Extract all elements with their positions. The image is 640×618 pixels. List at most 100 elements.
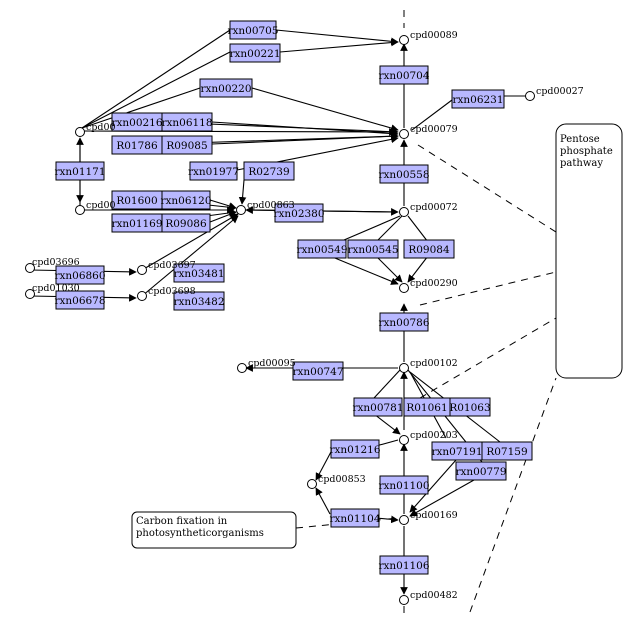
compound-node[interactable]	[399, 207, 409, 217]
pathway-frame[interactable]	[555, 123, 623, 379]
reaction-box[interactable]	[330, 439, 380, 459]
reaction-box[interactable]	[55, 290, 105, 310]
compound-cpd00169[interactable]: cpd00169	[399, 510, 458, 525]
reaction-r01063[interactable]: R01063	[449, 397, 491, 417]
compound-cpd00[interactable]: cpd00	[75, 122, 116, 137]
reaction-rxn01171[interactable]: rxn01171	[54, 161, 106, 181]
reaction-rxn01977[interactable]: rxn01977	[188, 161, 239, 181]
reaction-box[interactable]	[403, 239, 455, 259]
compound-node[interactable]	[525, 91, 535, 101]
reaction-r01600[interactable]: R01600	[111, 190, 163, 210]
compound-cpd00853[interactable]: cpd00853	[307, 474, 366, 489]
reaction-rxn00704[interactable]: rxn00704	[378, 65, 430, 85]
reaction-r09084[interactable]: R09084	[403, 239, 455, 259]
compound-cpd03697[interactable]: cpd03697	[137, 260, 196, 275]
reaction-rxn00549[interactable]: rxn00549	[296, 239, 348, 259]
compound-node[interactable]	[399, 435, 409, 445]
reaction-r09086[interactable]: R09086	[161, 213, 211, 233]
reaction-r07159[interactable]: R07159	[481, 441, 533, 461]
compound-node[interactable]	[25, 263, 35, 273]
reaction-rxn03481[interactable]: rxn03481	[173, 263, 225, 283]
reaction-rxn01216[interactable]: rxn01216	[329, 439, 381, 459]
reaction-box[interactable]	[161, 135, 213, 155]
reaction-r02739[interactable]: R02739	[243, 161, 295, 181]
reaction-box[interactable]	[189, 161, 238, 181]
reaction-box[interactable]	[173, 263, 225, 283]
compound-node[interactable]	[399, 515, 409, 525]
reaction-rxn00705[interactable]: rxn00705	[227, 20, 279, 40]
compound-cpd00095[interactable]: cpd00095	[237, 358, 296, 373]
reaction-box[interactable]	[161, 190, 211, 210]
compound-node[interactable]	[399, 283, 409, 293]
reaction-box[interactable]	[173, 291, 225, 311]
reaction-box[interactable]	[379, 312, 429, 332]
compound-cpd00089[interactable]: cpd00089	[399, 30, 458, 45]
compound-cpd00290[interactable]: cpd00290	[399, 278, 458, 293]
reaction-r01061[interactable]: R01061	[403, 397, 451, 417]
reaction-box[interactable]	[199, 78, 253, 98]
reaction-box[interactable]	[161, 213, 211, 233]
reaction-rxn00786[interactable]: rxn00786	[378, 312, 430, 332]
compound-cpd00[interactable]: cpd00	[75, 200, 116, 215]
reaction-box[interactable]	[353, 397, 403, 417]
reaction-rxn00781[interactable]: rxn00781	[352, 397, 404, 417]
compound-node[interactable]	[399, 129, 409, 139]
reaction-rxn00747[interactable]: rxn00747	[292, 361, 344, 381]
reaction-rxn06118[interactable]: rxn06118	[161, 112, 213, 132]
reaction-rxn01169[interactable]: rxn01169	[111, 213, 163, 233]
compound-cpd00482[interactable]: cpd00482	[399, 590, 458, 605]
reaction-rxn00779[interactable]: rxn00779	[455, 461, 507, 481]
reaction-rxn00558[interactable]: rxn00558	[378, 164, 430, 184]
reaction-box[interactable]	[455, 461, 507, 481]
compound-node[interactable]	[399, 595, 409, 605]
reaction-rxn06120[interactable]: rxn06120	[160, 190, 212, 210]
compound-cpd00102[interactable]: cpd00102	[399, 358, 458, 373]
compound-cpd00203[interactable]: cpd00203	[399, 430, 458, 445]
reaction-box[interactable]	[274, 203, 324, 223]
compound-node[interactable]	[399, 35, 409, 45]
reaction-box[interactable]	[297, 239, 347, 259]
reaction-rxn00216[interactable]: rxn00216	[111, 112, 163, 132]
reaction-rxn01106[interactable]: rxn01106	[378, 555, 430, 575]
reaction-box[interactable]	[379, 475, 429, 495]
reaction-box[interactable]	[243, 161, 295, 181]
reaction-box[interactable]	[481, 441, 533, 461]
reaction-r01786[interactable]: R01786	[111, 135, 163, 155]
reaction-r09085[interactable]: R09085	[161, 135, 213, 155]
reaction-rxn01100[interactable]: rxn01100	[378, 475, 430, 495]
compound-cpd03696[interactable]: cpd03696	[25, 257, 80, 273]
compound-node[interactable]	[75, 205, 85, 215]
compound-node[interactable]	[237, 363, 247, 373]
compound-cpd00072[interactable]: cpd00072	[399, 202, 458, 217]
reaction-box[interactable]	[451, 89, 505, 109]
compound-node[interactable]	[399, 363, 409, 373]
reaction-rxn07191[interactable]: rxn07191	[431, 441, 483, 461]
reaction-box[interactable]	[161, 112, 213, 132]
compound-cpd00027[interactable]: cpd00027	[525, 86, 584, 101]
reaction-box[interactable]	[347, 239, 399, 259]
reaction-rxn06860[interactable]: rxn06860	[54, 265, 106, 285]
reaction-box[interactable]	[55, 265, 105, 285]
reaction-rxn00545[interactable]: rxn00545	[347, 239, 399, 259]
reaction-rxn00221[interactable]: rxn00221	[229, 43, 281, 63]
compound-node[interactable]	[137, 265, 147, 275]
compound-node[interactable]	[25, 289, 35, 299]
reaction-box[interactable]	[449, 397, 491, 417]
reaction-box[interactable]	[229, 20, 277, 40]
reaction-rxn06231[interactable]: rxn06231	[451, 89, 505, 109]
reaction-box[interactable]	[55, 161, 105, 181]
reaction-rxn01104[interactable]: rxn01104	[329, 508, 381, 528]
compound-node[interactable]	[307, 479, 317, 489]
reaction-box[interactable]	[379, 65, 429, 85]
reaction-box[interactable]	[229, 43, 281, 63]
compound-node[interactable]	[75, 127, 85, 137]
compound-node[interactable]	[236, 205, 246, 215]
compound-cpd03698[interactable]: cpd03698	[137, 286, 196, 301]
reaction-box[interactable]	[292, 361, 344, 381]
pathway-frame[interactable]	[131, 511, 297, 549]
reaction-rxn06678[interactable]: rxn06678	[54, 290, 106, 310]
reaction-box[interactable]	[330, 508, 380, 528]
reaction-box[interactable]	[379, 164, 429, 184]
compound-cpd01030[interactable]: cpd01030	[25, 283, 80, 299]
